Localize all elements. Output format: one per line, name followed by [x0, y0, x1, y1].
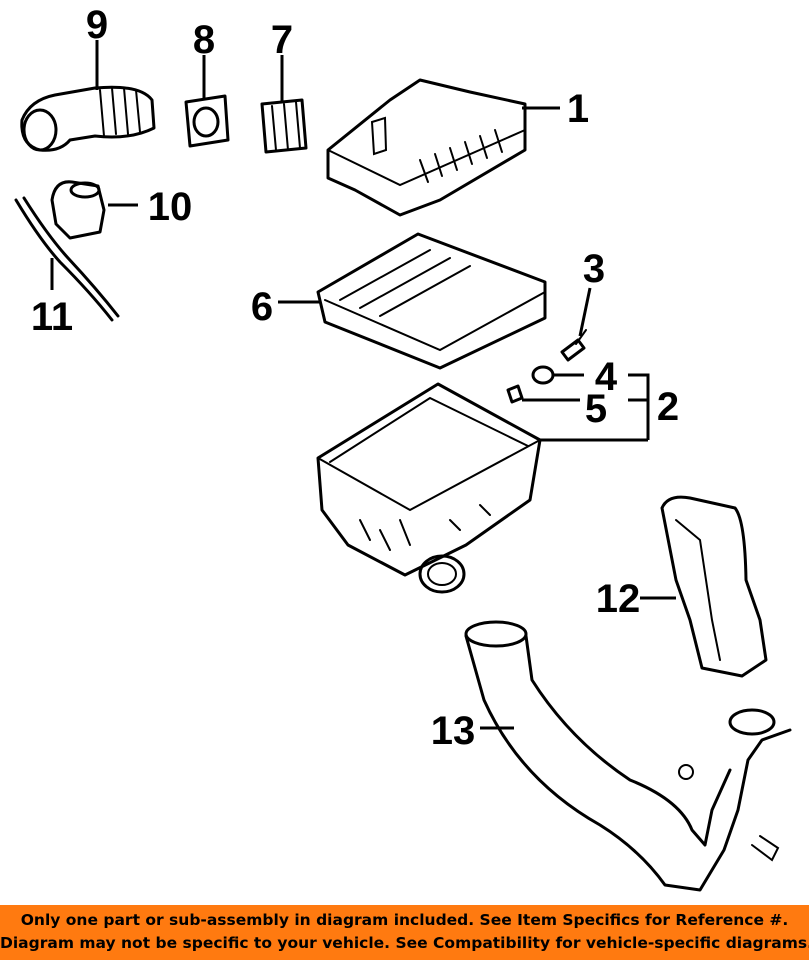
- part-11-vent-tube: [14, 196, 120, 322]
- leader-3: [578, 287, 592, 337]
- callout-4: 4: [595, 355, 618, 399]
- bracket-2: [540, 373, 650, 442]
- part-8-clamp: [184, 94, 230, 148]
- callout-9: 9: [86, 3, 108, 47]
- footer-line-1: Only one part or sub-assembly in diagram…: [20, 911, 789, 929]
- part-12-duct: [660, 495, 768, 678]
- callout-6: 6: [251, 285, 273, 329]
- footer-disclaimer-banner: Only one part or sub-assembly in diagram…: [0, 905, 809, 960]
- part-10-resonator: [50, 180, 106, 240]
- part-6-air-filter: [316, 232, 547, 370]
- callout-3: 3: [583, 247, 605, 291]
- part-7-clamp: [260, 98, 308, 154]
- callout-2: 2: [657, 385, 679, 429]
- part-5-screw: [506, 384, 524, 404]
- callout-10: 10: [148, 185, 193, 229]
- callout-13: 13: [431, 709, 476, 753]
- parts-diagram: 9 8 7 1 10 11 6: [14, 3, 792, 892]
- part-3-bolt: [560, 329, 587, 362]
- callout-8: 8: [193, 18, 215, 62]
- callout-7: 7: [271, 18, 293, 62]
- footer-line-2: Diagram may not be specific to your vehi…: [0, 934, 809, 952]
- part-1-air-cleaner-cover: [326, 78, 527, 217]
- part-2-air-cleaner-housing: [316, 382, 542, 594]
- part-9-intake-hose: [20, 85, 156, 152]
- callout-5: 5: [585, 387, 607, 431]
- callout-12: 12: [596, 577, 641, 621]
- part-4-grommet: [531, 365, 555, 385]
- callout-11: 11: [31, 295, 73, 339]
- callout-1: 1: [567, 87, 589, 131]
- part-13-outlet-duct: [464, 620, 792, 892]
